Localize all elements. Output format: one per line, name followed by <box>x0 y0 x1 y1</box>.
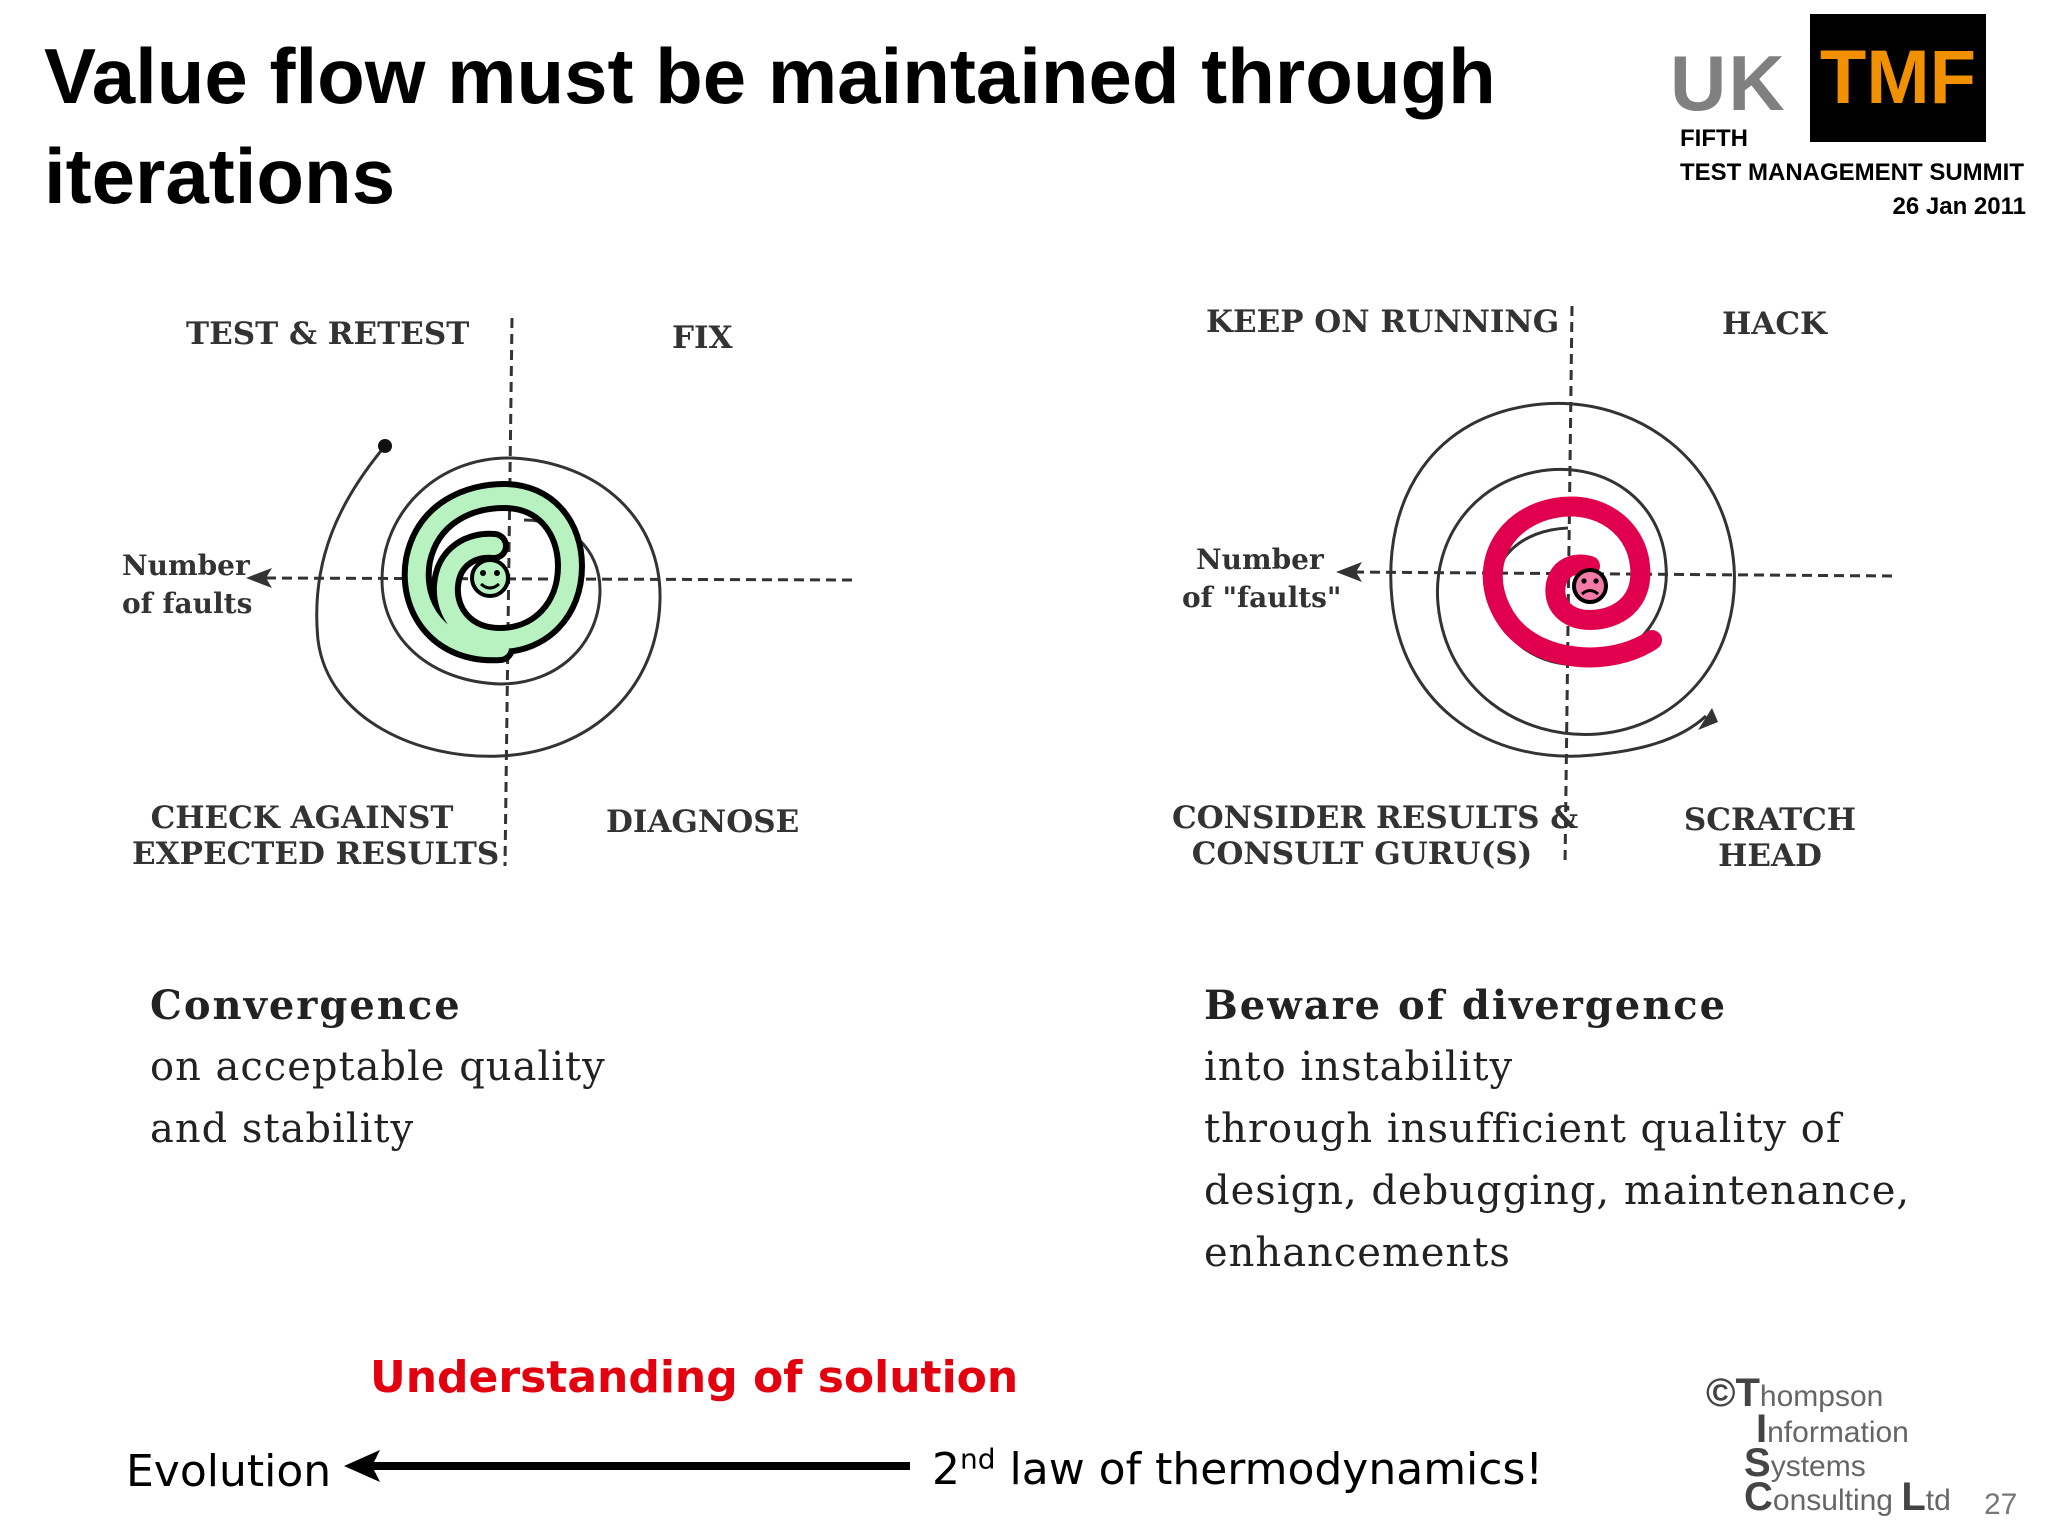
right-caption-line: design, debugging, maintenance, <box>1204 1168 1911 1214</box>
right-quadrant-consider-line2: CONSULT GURU(S) <box>1191 836 1533 872</box>
right-axis-arrowhead <box>1336 562 1362 582</box>
left-quadrant-diagnose: DIAGNOSE <box>606 804 800 840</box>
copyright-line-2: Information <box>1756 1409 1909 1450</box>
copyright-initial: T <box>1735 1371 1760 1415</box>
right-caption-heading: Beware of divergence <box>1204 982 1728 1029</box>
thermo-prefix: 2 <box>932 1444 960 1495</box>
right-axis-label-line2: of "faults" <box>1182 581 1342 614</box>
copyright-ltd-rest: td <box>1925 1484 1951 1517</box>
copyright-line-3: Systems <box>1744 1443 1866 1484</box>
thermodynamics-label: 2nd law of thermodynamics! <box>932 1440 1543 1500</box>
left-caption: Convergence on acceptable quality and st… <box>150 976 870 1160</box>
copyright-line-4: Consulting Ltd <box>1744 1477 1951 1518</box>
right-axis-label-line1: Number <box>1196 543 1324 576</box>
right-vertical-axis <box>1563 305 1574 867</box>
right-red-spiral <box>1482 496 1662 668</box>
copyright-rest: nformation <box>1767 1416 1909 1449</box>
left-spiral-lines <box>315 445 662 758</box>
left-vertical-axis <box>503 317 514 867</box>
left-quadrant-test-retest: TEST & RETEST <box>186 316 470 352</box>
left-axis-label-line1: Number <box>122 549 250 582</box>
evolution-arrow <box>344 1450 910 1482</box>
copyright-symbol: © <box>1706 1371 1736 1415</box>
right-quadrant-scratch-line1: SCRATCH <box>1683 802 1857 838</box>
left-smiley-icon <box>470 558 510 598</box>
logo-line-3: 26 Jan 2011 <box>1892 193 2026 220</box>
right-quadrant-consider-line1: CONSIDER RESULTS & <box>1172 800 1579 836</box>
copyright-rest: hompson <box>1759 1380 1884 1413</box>
copyright-initial: C <box>1744 1475 1773 1519</box>
right-quadrant-keep-running: KEEP ON RUNNING <box>1206 304 1560 340</box>
right-horizontal-axis <box>1349 570 1893 578</box>
left-axis-label-line2: of faults <box>122 587 253 620</box>
slide-title: Value flow must be maintained through it… <box>44 32 1496 220</box>
right-spiral-arrowhead <box>1698 708 1718 730</box>
right-caption-line: through insufficient quality of <box>1204 1106 1842 1152</box>
logo-uk-text: UK <box>1670 39 1787 127</box>
copyright-initial: S <box>1744 1441 1771 1485</box>
right-caption: Beware of divergence into instability th… <box>1204 976 1984 1284</box>
copyright-initial: I <box>1756 1407 1768 1451</box>
left-axis-arrowhead <box>246 568 272 588</box>
copyright-line-1: ©Thompson <box>1706 1373 1884 1414</box>
thermo-rest: law of thermodynamics! <box>995 1444 1544 1495</box>
thermo-superscript: nd <box>960 1442 996 1476</box>
left-caption-line: on acceptable quality <box>150 1044 606 1090</box>
logo-line-2: TEST MANAGEMENT SUMMIT <box>1680 159 2024 186</box>
left-quadrant-check-line2: EXPECTED RESULTS <box>132 836 500 872</box>
right-quadrant-scratch-line2: HEAD <box>1718 838 1822 874</box>
copyright-rest: onsulting <box>1772 1484 1902 1517</box>
page-number: 27 <box>1984 1488 2018 1521</box>
right-quadrant-hack: HACK <box>1722 306 1827 342</box>
right-caption-line: into instability <box>1204 1044 1514 1090</box>
left-caption-line: and stability <box>150 1106 415 1152</box>
understanding-heading: Understanding of solution <box>370 1352 1019 1403</box>
logo-tmf-text: TMF <box>1819 35 1977 120</box>
left-spiral-start-dot <box>378 439 392 453</box>
left-green-spiral <box>407 486 580 658</box>
left-quadrant-fix: FIX <box>672 320 733 356</box>
logo-tmf-box <box>1810 14 1986 142</box>
left-caption-heading: Convergence <box>150 982 462 1029</box>
right-caption-line: enhancements <box>1204 1230 1511 1276</box>
right-sad-face-icon <box>1572 568 1608 604</box>
copyright-ltd-initial: L <box>1901 1475 1926 1519</box>
logo-line-1: FIFTH <box>1680 125 1748 152</box>
evolution-label: Evolution <box>126 1446 332 1497</box>
left-quadrant-check-line1: CHECK AGAINST <box>150 800 454 836</box>
copyright-rest: ystems <box>1770 1450 1866 1483</box>
